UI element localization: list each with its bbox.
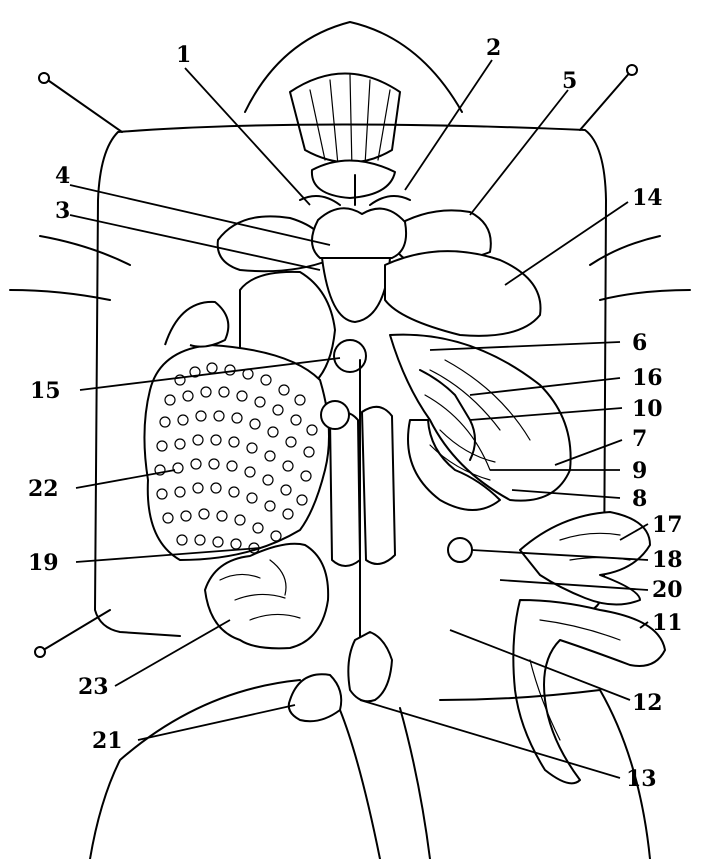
left-kidney [330,413,360,567]
label-10: 10 [632,396,663,422]
egg-mass [144,345,329,560]
intestine-coils-upper [165,302,228,347]
label-23: 23 [78,674,109,700]
label-19: 19 [28,550,59,576]
left-forelimb [10,236,130,300]
label-2: 2 [486,35,501,61]
mouth-floor [290,74,400,163]
throat-muscles [310,75,390,170]
frog-head [245,22,462,112]
label-18: 18 [652,547,683,573]
spleen [448,538,472,562]
label-4: 4 [55,163,70,189]
label-1: 1 [176,42,191,68]
label-14: 14 [632,185,663,211]
label-11: 11 [652,610,683,636]
liver-right-lobe [385,251,541,336]
label-21: 21 [92,728,123,754]
gall-bladder [334,340,366,372]
label-12: 12 [632,690,663,716]
label-5: 5 [562,68,577,94]
intestine-coils-lower [205,544,328,649]
fat-body [321,401,349,429]
label-13: 13 [626,766,657,792]
label-22: 22 [28,476,59,502]
label-7: 7 [632,426,647,452]
heart-atria [312,208,406,258]
label-9: 9 [632,458,647,484]
label-15: 15 [30,378,61,404]
label-6: 6 [632,330,647,356]
label-3: 3 [55,198,70,224]
label-8: 8 [632,486,647,512]
right-kidney [362,407,395,564]
label-20: 20 [652,577,683,603]
large-intestine [348,632,392,701]
label-17: 17 [652,512,683,538]
tongue-base [312,160,395,198]
label-16: 16 [632,365,663,391]
